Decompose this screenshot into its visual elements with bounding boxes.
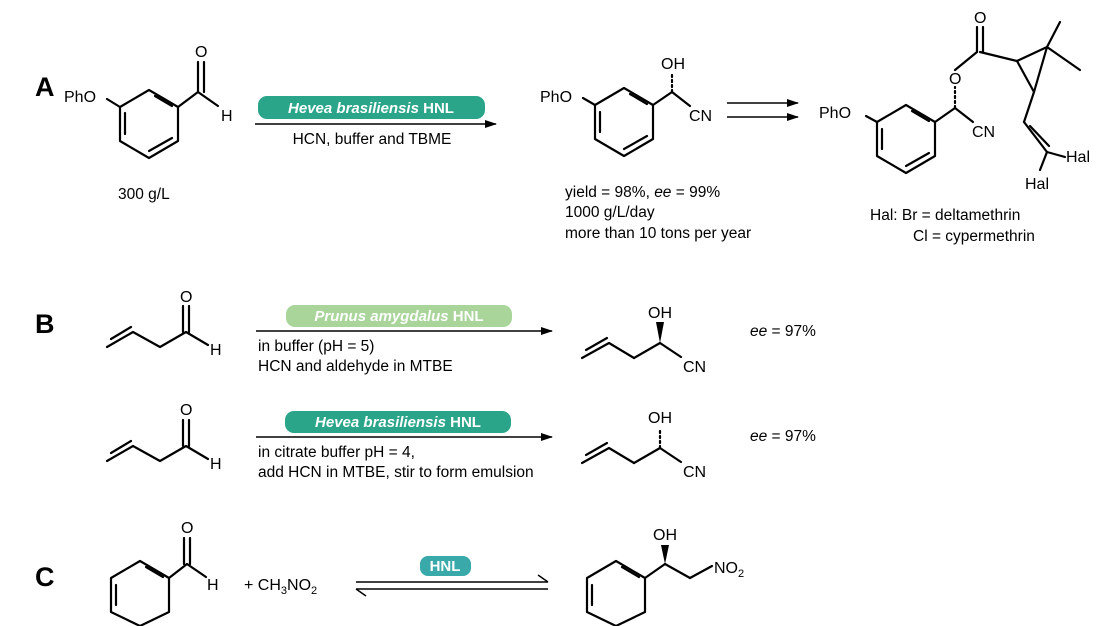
panel-b: B O H Prunus amygdalus HNL in buffer (pH… <box>35 289 816 481</box>
product-oh: OH <box>653 527 677 544</box>
substrate-butenal-1: O H <box>105 289 222 359</box>
product-oh: OH <box>661 56 685 73</box>
product-no2: NO2 <box>714 560 744 580</box>
atom-o: O <box>180 402 192 419</box>
atom-o: O <box>180 289 192 306</box>
product-oh: OH <box>648 410 672 427</box>
conditions-b1-line1: in buffer (pH = 5) <box>258 338 374 355</box>
atom-h: H <box>210 342 222 359</box>
substrate-amount: 300 g/L <box>118 186 170 203</box>
product-cn: CN <box>683 464 706 481</box>
enzyme-pill-a <box>258 96 485 119</box>
atom-h: H <box>221 108 233 125</box>
enzyme-label-b1: Prunus amygdalus HNL <box>314 308 483 325</box>
panel-label-b: B <box>35 309 55 339</box>
reagent-nitromethane: + CH3NO2 <box>244 577 317 597</box>
ester-pho: PhO <box>819 105 851 122</box>
product-b1: OH CN <box>580 305 706 376</box>
result-line-3: more than 10 tons per year <box>565 225 751 242</box>
substituent-pho: PhO <box>64 89 96 106</box>
ester-o-single: O <box>949 71 961 88</box>
atom-o: O <box>195 44 207 61</box>
product-pho: PhO <box>540 89 572 106</box>
panel-label-a: A <box>35 72 55 102</box>
product-cyanohydrin-a: PhO OH CN <box>540 56 712 158</box>
conditions-b2-line1: in citrate buffer pH = 4, <box>258 444 415 461</box>
ester-o-carbonyl: O <box>974 10 986 27</box>
hal-note-1: Hal: Br = deltamethrin <box>870 207 1020 224</box>
substrate-butenal-2: O H <box>105 402 222 473</box>
ee-b2: ee = 97% <box>750 428 816 445</box>
product-nitroalcohol: OH NO2 <box>585 527 744 626</box>
panel-c: C O H + CH3NO2 HNL <box>35 520 744 626</box>
conditions-a: HCN, buffer and TBME <box>293 131 452 148</box>
product-pyrethroid: PhO O O CN Hal Hal <box>819 10 1090 193</box>
atom-h: H <box>210 456 222 473</box>
hal-1: Hal <box>1066 149 1090 166</box>
result-line-2: 1000 g/L/day <box>565 204 655 221</box>
enzyme-label-a: Hevea brasiliensis HNL <box>288 100 454 117</box>
substrate-phenoxybenzaldehyde: PhO O H <box>64 44 233 160</box>
panel-a: A PhO O H 300 g/L Hevea brasiliensis HNL… <box>35 10 1090 245</box>
conditions-b2-line2: add HCN in MTBE, stir to form emulsion <box>258 464 534 481</box>
enzyme-pill-b1 <box>286 305 512 327</box>
product-b2: OH CN <box>580 410 706 481</box>
enzyme-pill-c <box>420 556 471 576</box>
product-oh: OH <box>648 305 672 322</box>
panel-label-c: C <box>35 562 55 592</box>
substrate-benzaldehyde: O H <box>109 520 219 626</box>
enzyme-pill-b2 <box>285 411 511 433</box>
enzyme-label-c: HNL <box>430 558 461 575</box>
conditions-b1-line2: HCN and aldehyde in MTBE <box>258 358 453 375</box>
result-line-1: yield = 98%, ee = 99% <box>565 184 720 201</box>
atom-h: H <box>207 577 219 594</box>
atom-o: O <box>181 520 193 537</box>
product-cn: CN <box>689 108 712 125</box>
hal-2: Hal <box>1025 176 1049 193</box>
ester-cn: CN <box>972 124 995 141</box>
ee-b1: ee = 97% <box>750 323 816 340</box>
enzyme-label-b2: Hevea brasiliensis HNL <box>315 414 481 431</box>
product-cn: CN <box>683 359 706 376</box>
hal-note-2: Cl = cypermethrin <box>913 228 1035 245</box>
